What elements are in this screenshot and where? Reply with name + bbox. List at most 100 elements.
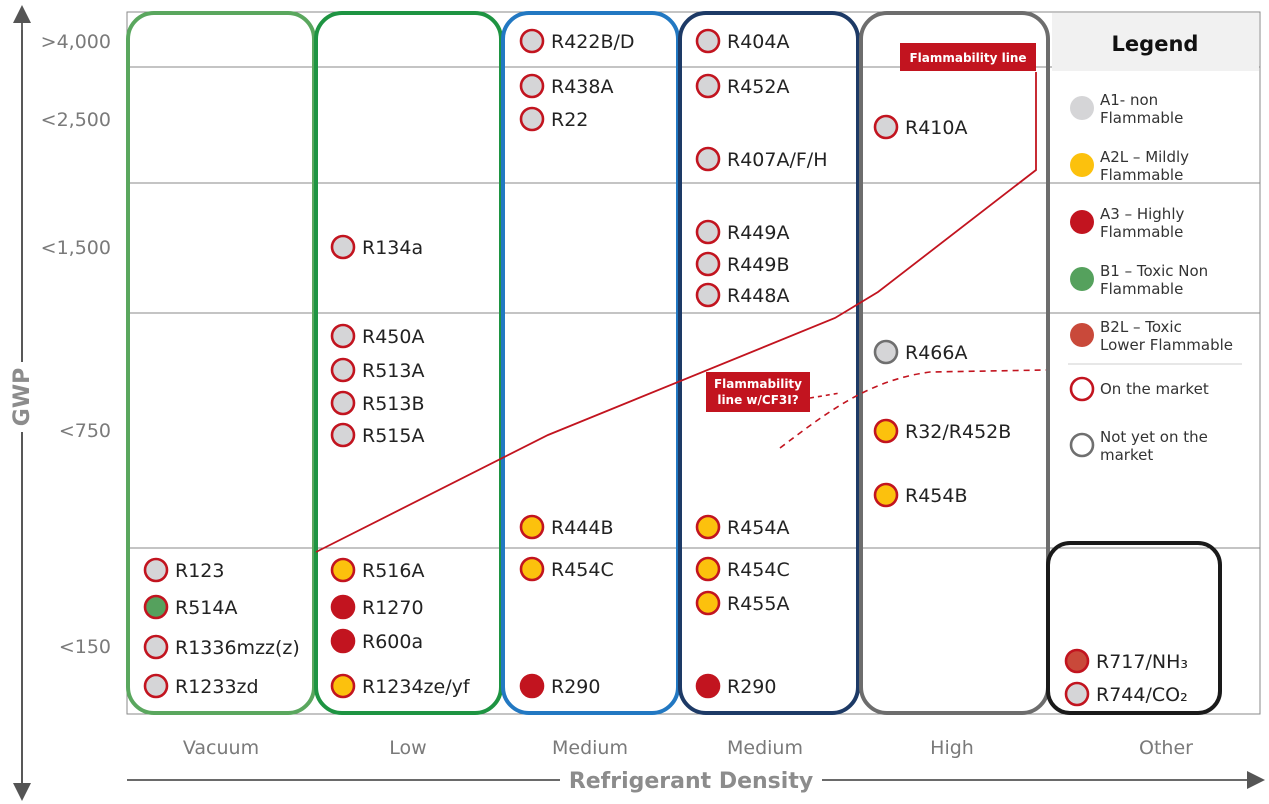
flammability-cf3i-flag: Flammability line w/CF3I? bbox=[706, 372, 810, 412]
refrigerant-label: R407A/F/H bbox=[727, 149, 827, 171]
flag-pointer-cf3i bbox=[809, 392, 841, 399]
legend-title: Legend bbox=[1112, 32, 1199, 56]
flammability-line-cf3i bbox=[779, 369, 1047, 449]
refrigerant-dot bbox=[695, 514, 721, 540]
refrigerant-dot bbox=[143, 557, 169, 583]
refrigerant-label: R454C bbox=[727, 559, 790, 581]
refrigerant-dot bbox=[519, 28, 545, 54]
refrigerant-label: R134a bbox=[362, 237, 423, 259]
refrigerant-r407a-f-h: R407A/F/H bbox=[695, 146, 827, 172]
refrigerant-dot bbox=[695, 73, 721, 99]
legend-swatch bbox=[1070, 96, 1094, 120]
flammability-line-label: Flammability line bbox=[909, 51, 1026, 65]
x-axis-title: Refrigerant Density bbox=[569, 769, 813, 794]
refrigerant-dot bbox=[143, 673, 169, 699]
refrigerant-label: R454C bbox=[551, 559, 614, 581]
gwp-gridlines bbox=[127, 66, 1260, 549]
y-axis-title: GWP bbox=[10, 368, 35, 426]
refrigerant-label: R123 bbox=[175, 560, 224, 582]
refrigerant-r1270: R1270 bbox=[330, 594, 424, 620]
refrigerant-label: R452A bbox=[727, 76, 789, 98]
gwp-label-1500: <1,500 bbox=[41, 237, 111, 259]
refrigerant-label: R466A bbox=[905, 342, 967, 364]
refrigerant-dot bbox=[695, 556, 721, 582]
legend-swatch bbox=[1070, 153, 1094, 177]
column-label-low: Low bbox=[389, 737, 426, 759]
refrigerant-dot bbox=[519, 673, 545, 699]
refrigerant-label: R404A bbox=[727, 31, 789, 53]
refrigerant-r454a: R454A bbox=[695, 514, 789, 540]
refrigerant-r134a: R134a bbox=[330, 234, 423, 260]
refrigerant-dot bbox=[519, 556, 545, 582]
refrigerant-r466a: R466A bbox=[873, 339, 967, 365]
refrigerant-label: R513A bbox=[362, 360, 424, 382]
legend-status-ring bbox=[1069, 376, 1095, 402]
refrigerant-r449b: R449B bbox=[695, 251, 790, 277]
legend-label-line1: A1- non bbox=[1100, 91, 1158, 109]
refrigerant-label: R717/NH₃ bbox=[1096, 651, 1188, 673]
refrigerant-dot bbox=[330, 628, 356, 654]
refrigerant-dot bbox=[873, 482, 899, 508]
refrigerant-r515a: R515A bbox=[330, 422, 424, 448]
refrigerant-label: R290 bbox=[551, 676, 600, 698]
refrigerant-r454b: R454B bbox=[873, 482, 968, 508]
refrigerant-dot bbox=[330, 673, 356, 699]
legend-status-line2: market bbox=[1100, 446, 1153, 464]
density-column-boxes bbox=[126, 11, 1222, 715]
refrigerant-dot bbox=[695, 28, 721, 54]
refrigerant-label: R449A bbox=[727, 222, 789, 244]
refrigerant-r410a: R410A bbox=[873, 114, 967, 140]
plot-area-frame bbox=[126, 11, 1261, 715]
refrigerant-r450a: R450A bbox=[330, 323, 424, 349]
refrigerant-dot bbox=[873, 339, 899, 365]
legend-label-line2: Lower Flammable bbox=[1100, 336, 1233, 354]
refrigerant-label: R422B/D bbox=[551, 31, 635, 53]
refrigerant-r449a: R449A bbox=[695, 219, 789, 245]
column-label-vacuum: Vacuum bbox=[183, 737, 259, 759]
refrigerant-r455a: R455A bbox=[695, 590, 789, 616]
flammability-line-flag: Flammability line bbox=[900, 43, 1036, 71]
legend-status-ring bbox=[1069, 432, 1095, 458]
refrigerant-r123: R123 bbox=[143, 557, 224, 583]
refrigerant-r516a: R516A bbox=[330, 557, 424, 583]
refrigerant-label: R1234ze/yf bbox=[362, 676, 471, 698]
refrigerant-dot bbox=[330, 323, 356, 349]
refrigerant-r444b: R444B bbox=[519, 514, 614, 540]
refrigerant-r454c: R454C bbox=[695, 556, 790, 582]
refrigerant-r513b: R513B bbox=[330, 390, 425, 416]
gwp-label-150: <150 bbox=[59, 636, 111, 658]
flammability-line bbox=[315, 72, 1037, 553]
refrigerant-label: R1336mzz(z) bbox=[175, 637, 300, 659]
column-label-medium-1: Medium bbox=[552, 737, 628, 759]
refrigerant-r1233zd: R1233zd bbox=[143, 673, 259, 699]
column-box-high bbox=[859, 11, 1050, 715]
refrigerant-r290: R290 bbox=[695, 673, 776, 699]
refrigerant-label: R448A bbox=[727, 285, 789, 307]
refrigerant-label: R32/R452B bbox=[905, 421, 1011, 443]
refrigerant-dot bbox=[695, 282, 721, 308]
refrigerant-label: R22 bbox=[551, 109, 588, 131]
legend-swatch bbox=[1070, 267, 1094, 291]
refrigerant-label: R290 bbox=[727, 676, 776, 698]
refrigerant-dot bbox=[330, 234, 356, 260]
refrigerant-label: R454A bbox=[727, 517, 789, 539]
refrigerant-label: R438A bbox=[551, 76, 613, 98]
legend-status-line1: On the market bbox=[1100, 380, 1209, 398]
refrigerant-r22: R22 bbox=[519, 106, 588, 132]
refrigerant-label: R744/CO₂ bbox=[1096, 684, 1188, 706]
refrigerant-dot bbox=[1064, 681, 1090, 707]
refrigerant-dot bbox=[873, 114, 899, 140]
refrigerant-r1336mzz-z: R1336mzz(z) bbox=[143, 634, 300, 660]
gwp-level-labels: >4,000 <2,500 <1,500 <750 <150 bbox=[41, 31, 111, 658]
legend-header bbox=[1052, 13, 1259, 71]
refrigerant-label: R1233zd bbox=[175, 676, 259, 698]
refrigerant-r454c: R454C bbox=[519, 556, 614, 582]
legend-label-line2: Flammable bbox=[1100, 109, 1183, 127]
refrigerant-label: R514A bbox=[175, 597, 237, 619]
